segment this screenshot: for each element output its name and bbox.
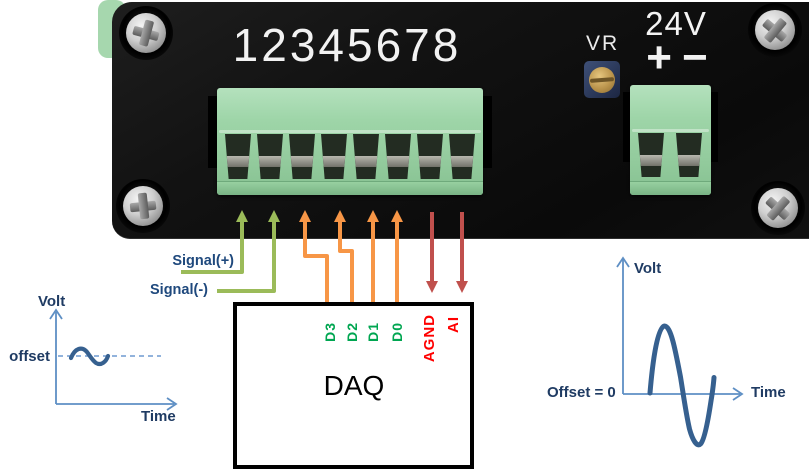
right-chart-annotation: Offset = 0 xyxy=(547,384,616,401)
right-chart-x-label: Time xyxy=(751,384,786,401)
power-polarity: + − xyxy=(638,36,716,80)
pin-label-d0: D0 xyxy=(389,322,405,342)
agnd-arrowhead xyxy=(426,281,438,293)
pin-label-agnd: AGND xyxy=(421,314,438,363)
terminal-socket-6 xyxy=(385,134,411,179)
power-socket-plus xyxy=(638,133,664,177)
daq-title: DAQ xyxy=(323,370,385,401)
plus-icon: + xyxy=(646,33,672,82)
large-sine-curve xyxy=(647,323,717,448)
ai-arrowhead xyxy=(456,281,468,293)
clamp-metal xyxy=(290,156,314,167)
phillips-cross-icon xyxy=(121,184,165,228)
block-base xyxy=(217,181,483,195)
clamp-metal xyxy=(418,156,442,167)
pin-label-ai: AI xyxy=(445,316,462,333)
phillips-cross-icon xyxy=(747,2,803,58)
clamp-metal xyxy=(639,155,663,166)
screw-top-left xyxy=(119,6,173,60)
terminal-socket-7 xyxy=(417,134,443,179)
screw-bottom-right xyxy=(751,181,805,235)
clamp-metal xyxy=(322,156,346,167)
screw-bottom-left xyxy=(116,179,170,233)
vr-label: VR xyxy=(586,32,620,55)
phillips-cross-icon xyxy=(750,180,806,236)
pin-label-d3: D3 xyxy=(322,322,338,342)
vr-potentiometer xyxy=(584,61,620,98)
signal-plus-label: Signal(+) xyxy=(172,253,234,269)
screw-top-right xyxy=(748,3,802,57)
terminal-socket-5 xyxy=(353,134,379,179)
block-base xyxy=(630,181,711,195)
phillips-cross-icon xyxy=(122,9,171,58)
block-seam xyxy=(632,129,709,132)
block-seam xyxy=(219,130,481,133)
clamp-metal xyxy=(226,156,250,167)
terminal-block-2pin xyxy=(630,85,711,195)
clamp-metal xyxy=(354,156,378,167)
terminal-block-8pin xyxy=(217,88,483,195)
clamp-metal xyxy=(386,156,410,167)
minus-icon: − xyxy=(682,33,708,82)
pin-label-d1: D1 xyxy=(365,322,381,342)
small-sine-curve xyxy=(68,346,111,367)
signal-minus-label: Signal(-) xyxy=(150,282,208,298)
terminal-socket-1 xyxy=(225,134,251,179)
left-chart-y-label: Volt xyxy=(38,293,66,310)
left-chart-x-label: Time xyxy=(141,408,176,425)
terminal-socket-3 xyxy=(289,134,315,179)
clamp-metal xyxy=(677,155,701,166)
pin-numbers-label: 12345678 xyxy=(232,19,462,71)
clamp-metal xyxy=(258,156,282,167)
clamp-metal xyxy=(450,156,474,167)
left-chart-axes xyxy=(49,308,178,411)
daq-box xyxy=(233,302,474,469)
terminal-socket-2 xyxy=(257,134,283,179)
pot-screw-icon xyxy=(589,67,615,93)
terminal-socket-8 xyxy=(449,134,475,179)
power-socket-minus xyxy=(676,133,702,177)
left-chart-annotation: offset xyxy=(9,348,50,365)
right-chart-axes xyxy=(616,256,744,401)
terminal-socket-4 xyxy=(321,134,347,179)
power-label: 24V xyxy=(645,5,707,42)
pin-label-d2: D2 xyxy=(344,322,360,342)
right-chart-y-label: Volt xyxy=(634,260,662,277)
